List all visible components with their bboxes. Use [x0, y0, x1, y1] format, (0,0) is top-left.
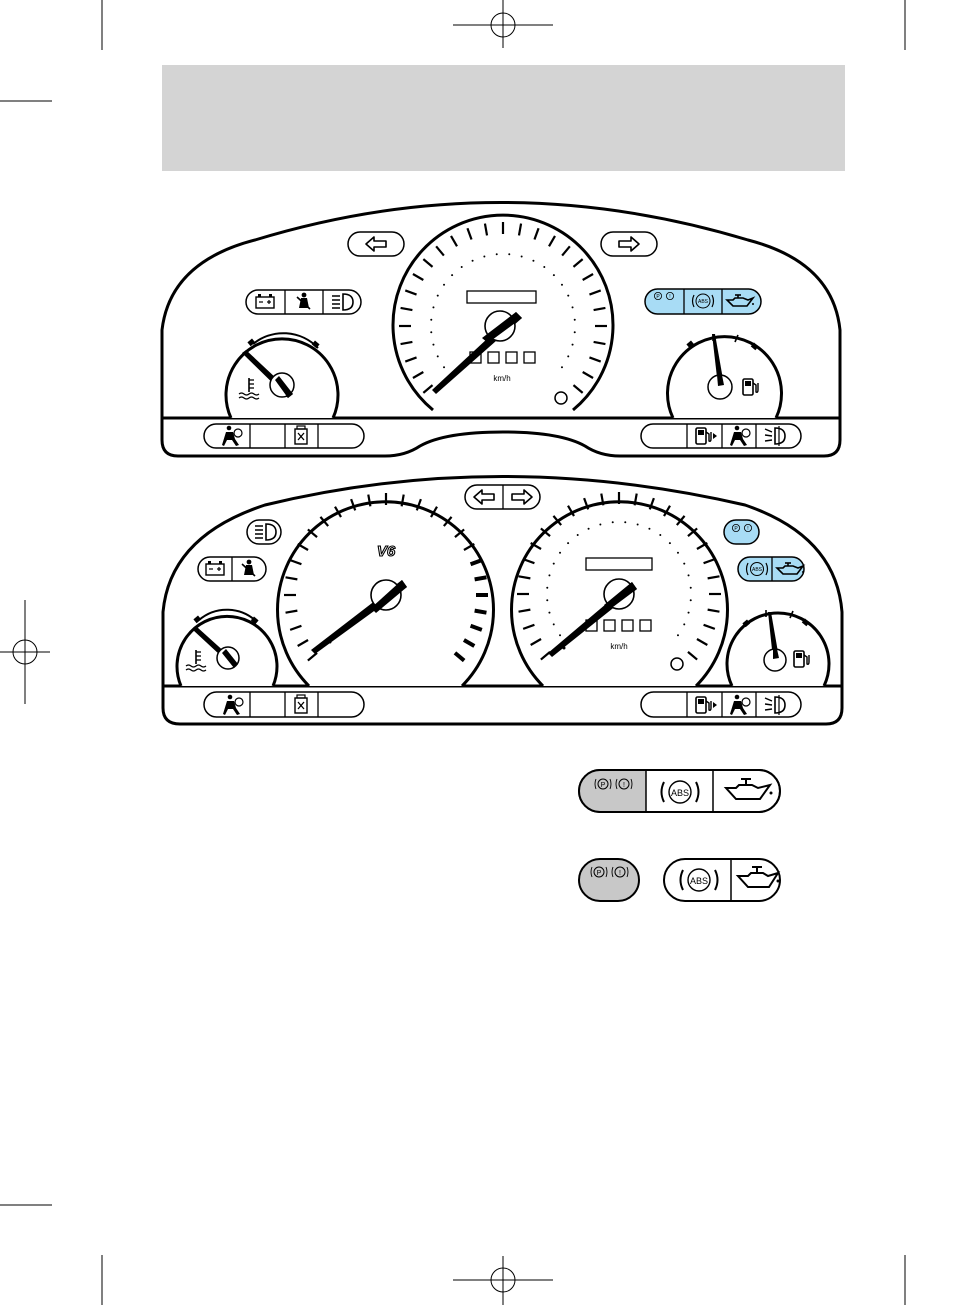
dial-dot — [577, 534, 579, 536]
svg-text:ABS: ABS — [690, 876, 708, 886]
dial-dot — [572, 344, 574, 346]
dial-dot — [553, 274, 555, 276]
dial-dot — [443, 366, 445, 368]
dial-dot — [451, 274, 453, 276]
right-warning-group: ABS — [738, 557, 804, 581]
bottom-left-warning-group — [204, 424, 364, 448]
dial-dot — [553, 563, 555, 565]
svg-text:!: ! — [619, 870, 621, 877]
dial-dot — [508, 253, 510, 255]
dial-dot — [599, 523, 601, 525]
left-warning-group — [198, 557, 266, 581]
turn-signals[interactable] — [465, 485, 540, 509]
dial-dot — [546, 599, 548, 601]
brake-indicator: P ! — [724, 520, 759, 544]
dial-dot — [690, 599, 692, 601]
headlamp-indicator — [247, 520, 281, 544]
dial-dot — [561, 366, 563, 368]
dial-dot — [612, 521, 614, 523]
brake-warning-pill: P ! — [579, 859, 639, 901]
dial-dot — [437, 355, 439, 357]
dial-dot — [683, 623, 685, 625]
bottom-right-warning-group — [641, 692, 801, 717]
dial-dot — [688, 612, 690, 614]
svg-text:ABS: ABS — [671, 788, 689, 798]
dial-dot — [548, 612, 550, 614]
svg-text:!: ! — [747, 526, 748, 532]
odometer-display — [586, 558, 652, 570]
dial-dot — [437, 295, 439, 297]
dial-dot — [683, 563, 685, 565]
dial-dot — [567, 355, 569, 357]
warning-detail-combined: P ! ABS — [579, 770, 780, 812]
dial-dot — [572, 306, 574, 308]
cluster-standard: km/h — [162, 203, 840, 457]
dial-dot — [430, 319, 432, 321]
dial-dot — [688, 574, 690, 576]
dial-dot — [543, 266, 545, 268]
svg-text:!: ! — [669, 294, 670, 300]
right-warning-group: P ! ABS — [645, 289, 761, 314]
dial-dot — [553, 623, 555, 625]
dial-dot — [561, 284, 563, 286]
dial-dot — [443, 284, 445, 286]
dial-dot — [548, 574, 550, 576]
registration-mark-left — [0, 600, 50, 704]
abs-oil-warning-pill: ABS — [664, 859, 780, 901]
dial-dot — [432, 306, 434, 308]
dial-dot — [648, 528, 650, 530]
dial-dot — [483, 255, 485, 257]
svg-text:P: P — [601, 782, 606, 789]
dial-dot — [559, 552, 561, 554]
dial-dot — [430, 331, 432, 333]
warning-detail-separate: P ! ABS — [579, 859, 780, 901]
trip-reset-button[interactable] — [555, 392, 567, 404]
dial-dot — [521, 255, 523, 257]
svg-text:ABS: ABS — [698, 299, 709, 305]
bottom-right-warning-group — [641, 424, 801, 448]
dial-dot — [461, 266, 463, 268]
speedometer-unit: km/h — [493, 374, 510, 383]
dial-dot — [472, 260, 474, 262]
dial-dot — [637, 523, 639, 525]
tachometer-badge: V6 — [377, 543, 396, 560]
bottom-left-warning-group — [204, 692, 364, 717]
dial-dot — [588, 528, 590, 530]
dial-dot — [432, 344, 434, 346]
dial-dot — [546, 587, 548, 589]
svg-text:P: P — [597, 870, 602, 877]
dial-dot — [567, 295, 569, 297]
dial-dot — [659, 534, 661, 536]
dial-dot — [677, 634, 679, 636]
turn-signal-right[interactable] — [601, 232, 657, 256]
left-warning-group — [246, 290, 361, 314]
dial-dot — [496, 253, 498, 255]
dial-dot — [559, 634, 561, 636]
dial-dot — [677, 552, 679, 554]
dial-tick — [475, 577, 487, 579]
trip-reset-button[interactable] — [671, 658, 683, 670]
dial-dot — [574, 319, 576, 321]
header-band — [162, 65, 845, 171]
registration-mark-top — [453, 0, 553, 48]
dial-dot — [690, 587, 692, 589]
dial-dot — [624, 521, 626, 523]
svg-text:!: ! — [623, 782, 625, 789]
dial-tick — [475, 611, 487, 613]
dial-dot — [567, 542, 569, 544]
turn-signal-left[interactable] — [348, 232, 404, 256]
dial-dot — [574, 331, 576, 333]
cluster-v6: V6 km/h — [163, 477, 842, 725]
registration-mark-bottom — [453, 1256, 553, 1305]
odometer-display — [467, 291, 536, 303]
speedometer-unit: km/h — [610, 642, 627, 651]
dial-dot — [669, 542, 671, 544]
svg-text:ABS: ABS — [752, 567, 763, 573]
dial-dot — [532, 260, 534, 262]
